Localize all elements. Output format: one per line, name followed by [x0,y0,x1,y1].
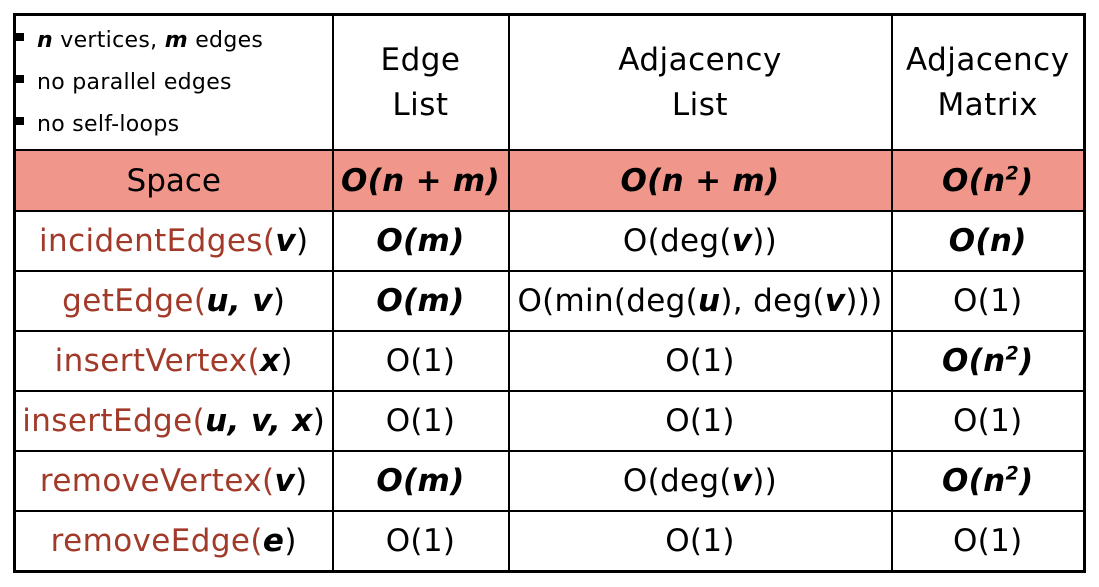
assumptions-cell: n vertices, m edges no parallel edges no… [13,13,334,151]
operation-name: insertVertex [54,343,248,379]
table-row: insertVertex(x)O(1)O(1)O(n2) [13,330,1086,392]
space-adjacency-matrix: O(n2) [890,149,1086,212]
header-row: n vertices, m edges no parallel edges no… [13,13,1086,151]
operation-args: v [275,223,296,259]
operation-cell: insertEdge(u, v, x) [13,390,334,452]
column-header-adjacency-matrix: Adjacency Matrix [890,13,1086,151]
operation-args: x [259,343,281,379]
operation-args: v [274,463,296,499]
operation-args: u, v, x [205,403,313,439]
operation-cell: incidentEdges(v) [13,210,334,272]
assumption-item: no parallel edges [16,62,331,104]
space-label: Space [13,149,334,212]
square-bullet-icon [16,32,24,41]
operation-args: u, v [206,283,273,319]
operation-name: incidentEdges [39,223,263,259]
table-row: incidentEdges(v)O(m)O(deg(v))O(n) [13,210,1086,272]
operation-cell: removeVertex(v) [13,450,334,512]
operation-name: removeVertex [39,463,263,499]
adjacency-list-cost: O(deg(v)) [507,450,893,512]
graph-complexity-table: n vertices, m edges no parallel edges no… [13,13,1086,573]
table-row: insertEdge(u, v, x)O(1)O(1)O(1) [13,390,1086,452]
square-bullet-icon [16,116,24,125]
adjacency-list-cost: O(deg(v)) [507,210,893,272]
edge-list-cost: O(m) [331,450,510,512]
adjacency-list-cost: O(1) [507,510,893,573]
operation-args: e [262,523,285,559]
operation-name: getEdge [62,283,194,319]
assumption-item: n vertices, m edges [16,20,331,62]
operation-name: removeEdge [50,523,251,559]
adjacency-matrix-cost: O(1) [890,510,1086,573]
edge-list-cost: O(m) [331,210,510,272]
edge-list-cost: O(1) [331,390,510,452]
adjacency-list-cost: O(1) [507,330,893,392]
space-row: Space O(n + m) O(n + m) O(n2) [13,149,1086,212]
column-header-edge-list: Edge List [331,13,510,151]
space-adjacency-list: O(n + m) [507,149,893,212]
table-row: removeEdge(e)O(1)O(1)O(1) [13,510,1086,573]
space-edge-list: O(n + m) [331,149,510,212]
edge-list-cost: O(m) [331,270,510,332]
assumption-item: no self-loops [16,104,331,146]
operation-cell: insertVertex(x) [13,330,334,392]
square-bullet-icon [16,74,24,83]
operation-cell: getEdge(u, v) [13,270,334,332]
adjacency-matrix-cost: O(n) [890,210,1086,272]
operation-cell: removeEdge(e) [13,510,334,573]
table-row: removeVertex(v)O(m)O(deg(v))O(n2) [13,450,1086,512]
column-header-adjacency-list: Adjacency List [507,13,893,151]
adjacency-matrix-cost: O(1) [890,390,1086,452]
edge-list-cost: O(1) [331,510,510,573]
adjacency-list-cost: O(1) [507,390,893,452]
adjacency-matrix-cost: O(n2) [890,450,1086,512]
edge-list-cost: O(1) [331,330,510,392]
adjacency-matrix-cost: O(1) [890,270,1086,332]
operation-name: insertEdge [22,403,193,439]
adjacency-list-cost: O(min(deg(u), deg(v))) [507,270,893,332]
adjacency-matrix-cost: O(n2) [890,330,1086,392]
table-row: getEdge(u, v)O(m)O(min(deg(u), deg(v)))O… [13,270,1086,332]
